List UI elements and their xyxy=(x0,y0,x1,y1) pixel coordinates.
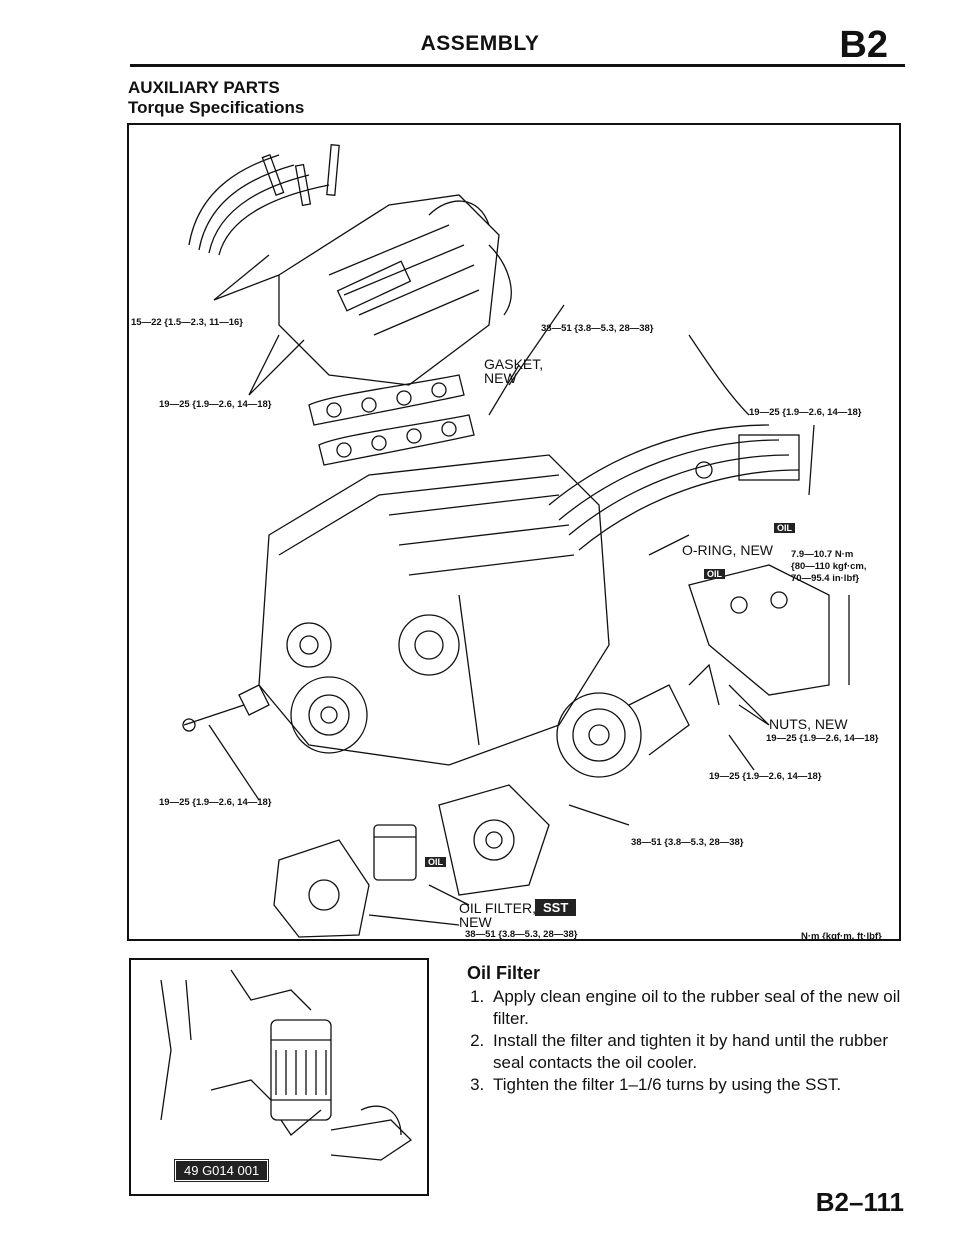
gasket-label-line1: GASKET, xyxy=(484,356,544,372)
header-divider xyxy=(130,64,905,67)
torque-label-38-51-bottom: 38—51 {3.8—5.3, 28—38} xyxy=(465,929,578,940)
page-header-title: ASSEMBLY xyxy=(420,32,540,55)
oring-label: O-RING, NEW xyxy=(682,542,773,558)
torque-label-nuts: 19—25 {1.9—2.6, 14—18} xyxy=(766,733,879,744)
nuts-label: NUTS, NEW xyxy=(769,716,848,732)
torque-label-38-51-mid: 38—51 {3.8—5.3, 28—38} xyxy=(631,837,744,848)
torque-label-15-22: 15—22 {1.5—2.3, 11—16} xyxy=(131,317,243,328)
torque-label-7-9-line1: 7.9—10.7 N·m xyxy=(791,549,854,560)
torque-label-19-25-mid-right: 19—25 {1.9—2.6, 14—18} xyxy=(709,771,822,782)
procedure-step: Apply clean engine oil to the rubber sea… xyxy=(489,986,907,1030)
page-number: B2–111 xyxy=(815,1187,904,1217)
torque-label-7-9-line2: {80—110 kgf·cm, xyxy=(791,561,867,572)
oil-badge-manifold: OIL xyxy=(704,569,725,579)
procedure-steps: Apply clean engine oil to the rubber sea… xyxy=(467,986,907,1096)
oil-filter-procedure: Oil Filter Apply clean engine oil to the… xyxy=(467,962,907,1096)
gasket-label-line2: NEW xyxy=(484,370,517,386)
engine-illustration xyxy=(182,144,850,938)
oil-badge-oring: OIL xyxy=(774,523,795,533)
oil-badge-filter: OIL xyxy=(425,857,446,867)
section-subtitle: Torque Specifications xyxy=(128,98,305,117)
sst-badge: SST xyxy=(535,899,577,916)
oil-filter-install-illustration xyxy=(160,969,413,1161)
procedure-step: Install the filter and tighten it by han… xyxy=(489,1030,907,1074)
exploded-view-figure: 15—22 {1.5—2.3, 11—16} 38—51 {3.8—5.3, 2… xyxy=(127,123,901,942)
section-code: B2 xyxy=(839,24,888,66)
oil-filter-label-line1: OIL FILTER, xyxy=(459,900,537,916)
sst-part-number: 49 G014 001 xyxy=(173,1159,270,1182)
torque-label-19-25-left-bottom: 19—25 {1.9—2.6, 14—18} xyxy=(159,797,272,808)
torque-label-38-51-top: 38—51 {3.8—5.3, 28—38} xyxy=(541,323,654,334)
section-title: AUXILIARY PARTS xyxy=(128,78,280,97)
procedure-step: Tighten the filter 1–1/6 turns by using … xyxy=(489,1074,907,1096)
torque-label-19-25-right-top: 19—25 {1.9—2.6, 14—18} xyxy=(749,407,862,418)
torque-label-19-25-left-top: 19—25 {1.9—2.6, 14—18} xyxy=(159,399,272,410)
oil-filter-photo: 49 G014 001 xyxy=(129,958,429,1196)
units-label: N·m {kgf·m, ft·lbf} xyxy=(801,931,882,942)
oil-filter-label-line2: NEW xyxy=(459,914,492,930)
procedure-title: Oil Filter xyxy=(467,963,541,983)
torque-label-7-9-line3: 70—95.4 in·lbf} xyxy=(791,573,860,584)
